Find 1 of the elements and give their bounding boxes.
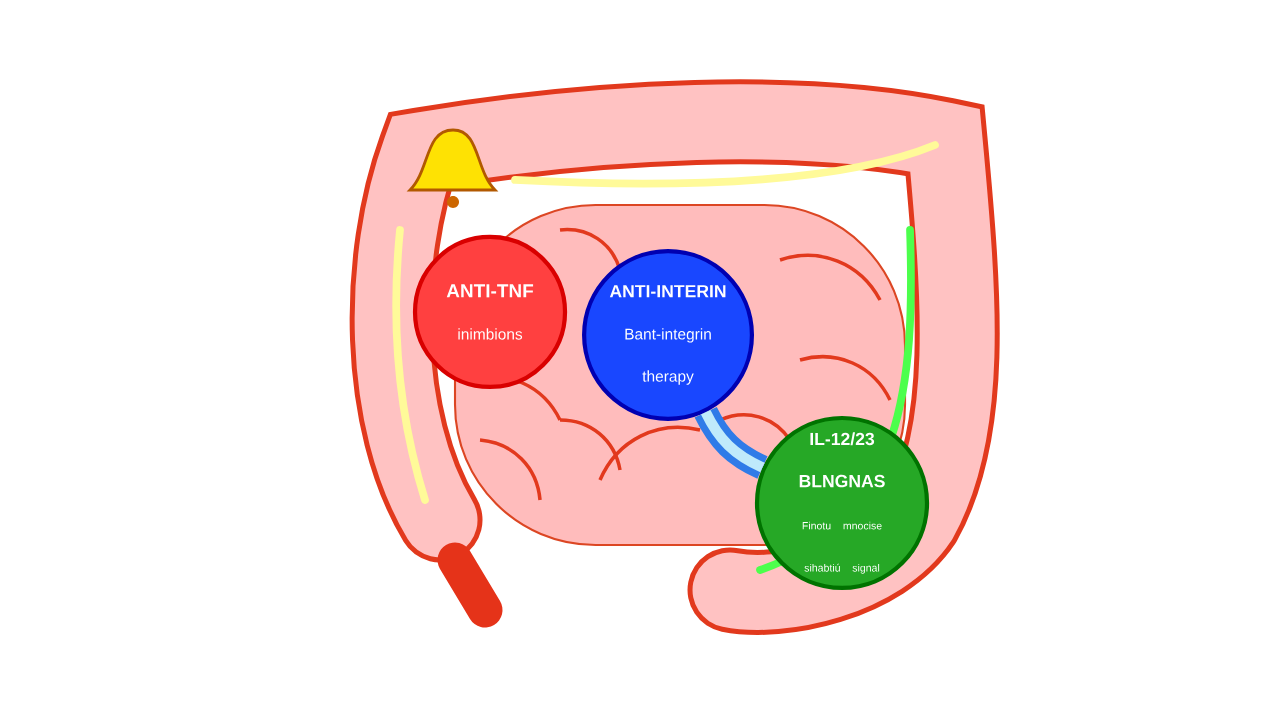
connector-line <box>694 406 768 479</box>
